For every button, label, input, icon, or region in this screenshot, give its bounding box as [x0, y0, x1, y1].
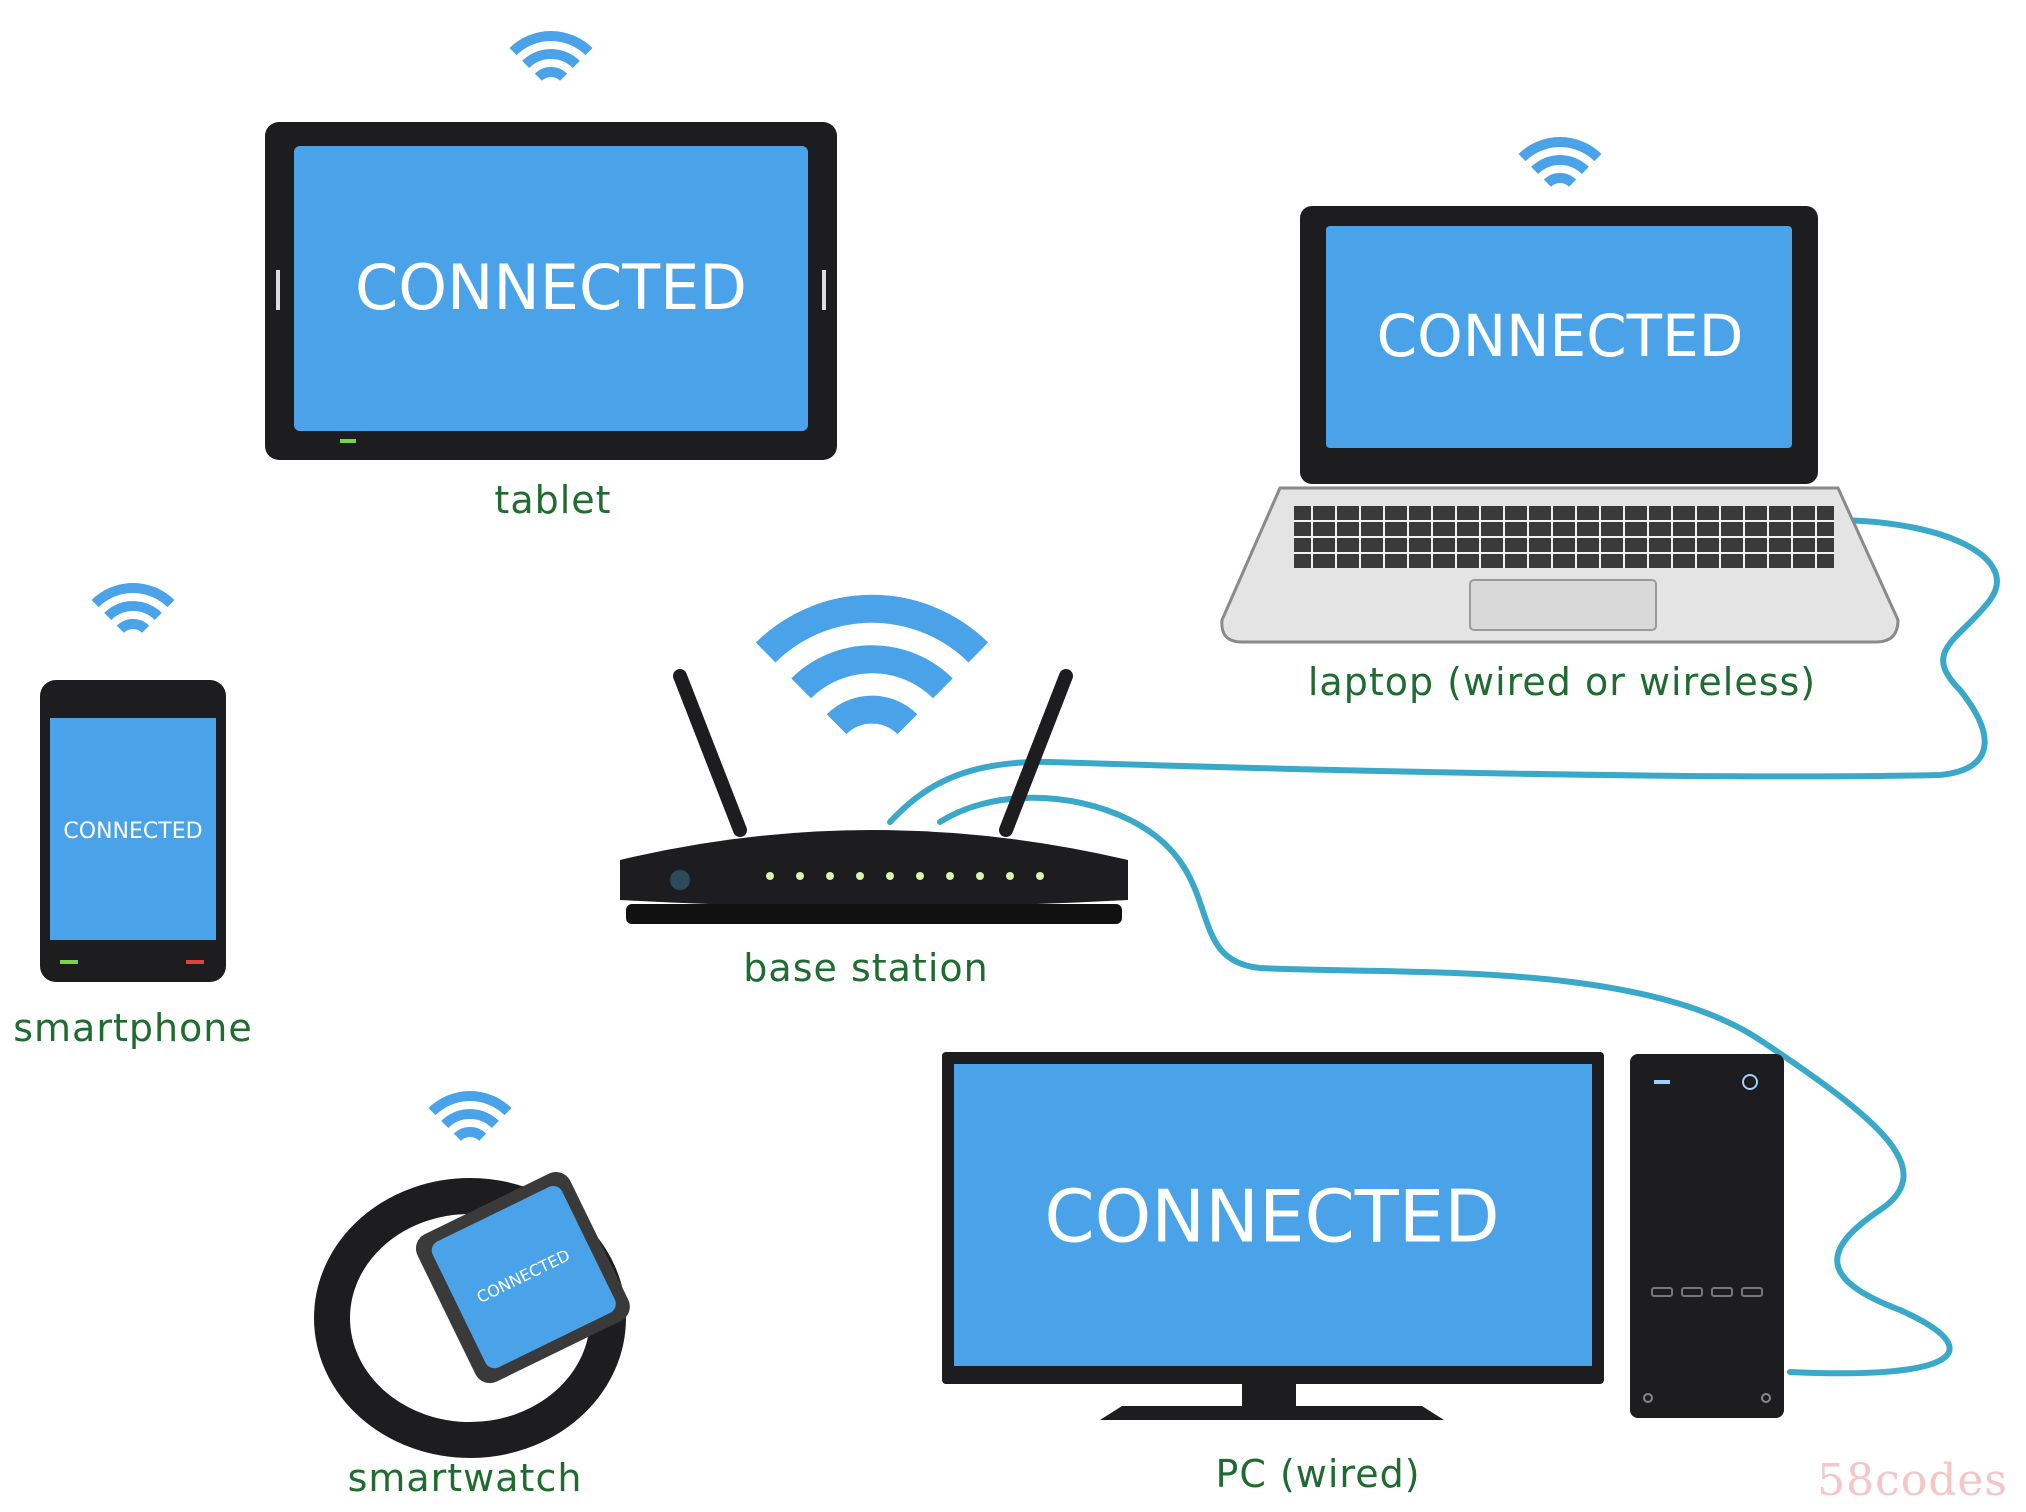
wifi-arc	[428, 1091, 512, 1116]
wifi-icon	[755, 594, 989, 735]
wifi-arc	[1518, 137, 1602, 162]
router-led	[886, 872, 894, 880]
wifi-arc	[1543, 173, 1577, 188]
cables	[887, 517, 2000, 1377]
router-led	[916, 872, 924, 880]
wifi-icon	[1518, 137, 1602, 188]
tablet-label: tablet	[494, 478, 612, 522]
wifi-arc	[826, 695, 918, 735]
tablet-icon: CONNECTED	[265, 122, 837, 460]
smartphone-label: smartphone	[13, 1006, 253, 1050]
router-led	[1006, 872, 1014, 880]
router-led	[766, 872, 774, 880]
wifi-arc	[755, 594, 989, 663]
smartphone-screen-text: CONNECTED	[63, 819, 202, 844]
wifi-arc	[522, 49, 580, 69]
wifi-arc	[509, 31, 593, 56]
wifi-signals	[91, 31, 1602, 1142]
smartphone-icon: CONNECTED	[40, 680, 226, 982]
tower-icon	[1630, 1054, 1784, 1418]
router-led	[976, 872, 984, 880]
router-icon	[620, 669, 1128, 924]
base-station-label: base station	[743, 946, 989, 990]
pc-label: PC (wired)	[1215, 1452, 1421, 1496]
router-led	[796, 872, 804, 880]
monitor-icon: CONNECTED	[942, 1052, 1604, 1420]
wifi-icon	[428, 1091, 512, 1142]
wifi-arc	[453, 1127, 487, 1142]
watermark: 58codes	[1817, 1455, 2008, 1506]
smartwatch-label: smartwatch	[347, 1456, 583, 1500]
smartwatch-icon: CONNECTED	[314, 1171, 630, 1458]
laptop-screen-text: CONNECTED	[1377, 302, 1744, 370]
wifi-arc	[534, 67, 568, 82]
router-led	[946, 872, 954, 880]
wifi-icon	[509, 31, 593, 82]
wifi-arc	[104, 601, 162, 621]
wifi-arc	[441, 1109, 499, 1129]
wifi-arc	[791, 645, 953, 699]
router-led	[826, 872, 834, 880]
router-led	[1036, 872, 1044, 880]
wifi-icon	[91, 583, 175, 634]
wifi-arc	[91, 583, 175, 608]
wifi-arc	[116, 619, 150, 634]
pc-screen-text: CONNECTED	[1044, 1175, 1499, 1259]
laptop-icon: CONNECTED	[1220, 206, 1900, 644]
cable-laptop	[887, 517, 2000, 825]
cable-pc	[937, 794, 1953, 1377]
wifi-arc	[1531, 155, 1589, 175]
laptop-label: laptop (wired or wireless)	[1307, 660, 1817, 704]
tablet-screen-text: CONNECTED	[355, 251, 747, 324]
router-led	[856, 872, 864, 880]
